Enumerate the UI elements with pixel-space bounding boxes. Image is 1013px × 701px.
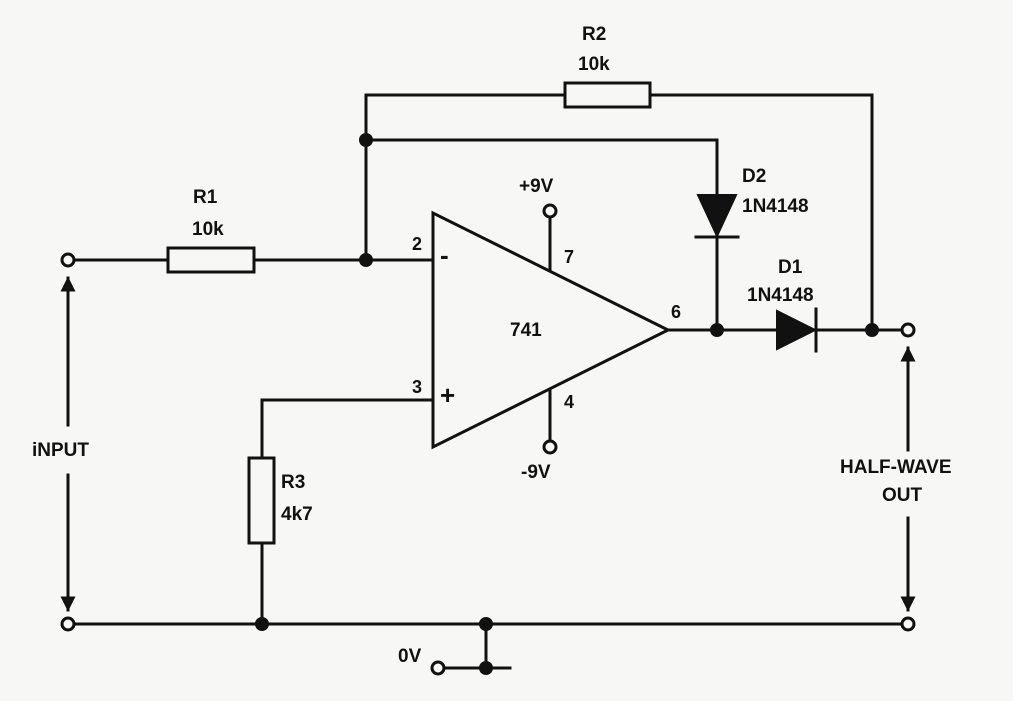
supply-pos-label: +9V — [519, 176, 554, 197]
output-label-line2: OUT — [882, 485, 923, 506]
resistor-r1 — [166, 246, 256, 274]
opamp-part-label: 741 — [510, 320, 542, 341]
junction-dot — [359, 253, 373, 267]
opamp-pin-vneg: 4 — [564, 392, 574, 412]
resistor-r3 — [247, 456, 276, 545]
r2-value-label: 10k — [578, 54, 610, 75]
ground-terminal — [430, 660, 446, 676]
resistor-r2 — [563, 81, 652, 109]
supply-neg-label: -9V — [521, 462, 551, 483]
r3-name-label: R3 — [281, 472, 305, 493]
opamp-triangle — [431, 210, 672, 450]
diode-d2-body — [696, 194, 738, 239]
r2-name-label: R2 — [582, 24, 606, 45]
output-terminal — [900, 322, 916, 338]
input-ground-terminal — [60, 616, 76, 632]
opamp-pin-inv: 2 — [412, 234, 422, 254]
opamp-pin-vpos: 7 — [564, 247, 574, 267]
junction-dot — [479, 617, 493, 631]
diode-d1 — [776, 307, 818, 353]
opamp-sign-inv: - — [440, 240, 449, 270]
junction-dot — [710, 323, 724, 337]
d2-name-label: D2 — [742, 166, 766, 187]
opamp-pin-out: 6 — [671, 302, 681, 322]
output-ground-terminal — [900, 616, 916, 632]
opamp-sign-noninv: + — [440, 380, 455, 410]
r1-value-label: 10k — [192, 219, 224, 240]
output-label-line1: HALF-WAVE — [840, 457, 952, 478]
junction-dot — [865, 323, 879, 337]
d1-part-label: 1N4148 — [747, 285, 814, 306]
vpos-terminal — [542, 203, 558, 219]
vneg-terminal — [542, 439, 558, 455]
d1-name-label: D1 — [778, 257, 803, 278]
diode-d1-body — [776, 309, 818, 351]
junction-dot — [479, 661, 493, 675]
opamp-pin-noninv: 3 — [412, 377, 422, 397]
input-label: iNPUT — [32, 440, 89, 461]
ground-label: 0V — [398, 646, 422, 667]
diode-d2 — [694, 194, 740, 239]
d2-part-label: 1N4148 — [742, 196, 809, 217]
input-terminal — [60, 252, 76, 268]
junction-dot — [255, 617, 269, 631]
r1-name-label: R1 — [193, 187, 218, 208]
r3-value-label: 4k7 — [281, 504, 313, 525]
junction-dot — [359, 133, 373, 147]
